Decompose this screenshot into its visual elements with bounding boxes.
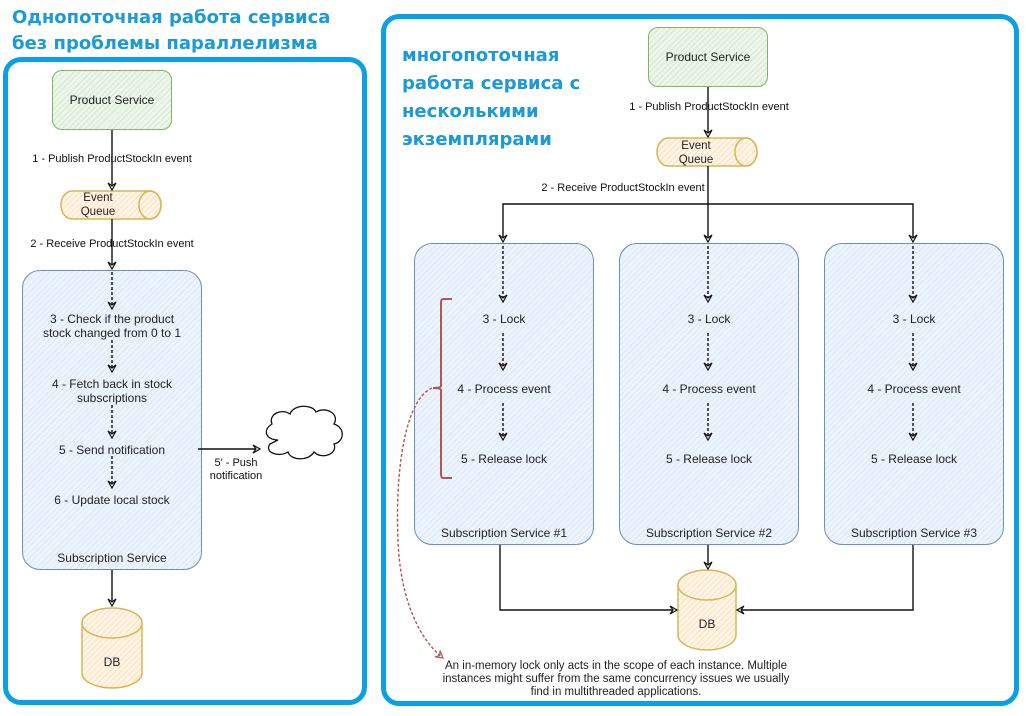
db-node[interactable]: DB [81,607,143,689]
arrow-receive-instance-1 [498,203,708,244]
instance-2-step-lock: 3 - Lock [687,312,731,326]
instance-1-step-release: 5 - Release lock [460,452,548,466]
instance-1-step-lock: 3 - Lock [482,312,526,326]
left-title-line2: без проблемы параллелизма [12,33,318,54]
event-queue-right-label-1: Event [681,140,711,152]
subscription-instance-2[interactable]: Subscription Service #2 [619,243,799,545]
subscription-instance-1[interactable]: Subscription Service #1 [414,243,594,545]
product-service-node-right[interactable]: Product Service [648,27,768,87]
product-service-label: Product Service [69,93,155,107]
left-title-line1: Однопоточная работа сервиса [12,7,331,28]
step-update-local-stock: 6 - Update local stock [54,493,170,507]
arrow-instance-1-to-db [499,545,679,615]
edge-label-receive-right: 2 - Receive ProductStockIn event [538,182,708,195]
arrow-brace-to-note [396,387,444,659]
subscription-service-label: Subscription Service [57,551,167,565]
instance-2-label: Subscription Service #2 [645,526,773,540]
left-panel-title: Однопоточная работа сервиса без проблемы… [12,5,330,57]
right-title-line3: несколькими [402,101,539,122]
instance-1-step-process: 4 - Process event [457,382,551,396]
arrow-receive-instance-3 [708,203,918,244]
instance-2-step-process: 4 - Process event [662,382,756,396]
step-send-notification: 5 - Send notification [58,443,166,457]
right-panel-title: многопоточная работа сервиса с нескольки… [402,42,580,154]
right-title-line2: работа сервиса с [402,73,581,94]
concurrency-note: An in-memory lock only acts in the scope… [442,660,790,698]
instance-3-step-release: 5 - Release lock [870,452,958,466]
left-panel-frame [3,57,367,705]
lock-scope-brace [432,298,452,479]
db-label-right: DB [699,617,716,631]
product-service-node[interactable]: Product Service [52,70,172,130]
edge-label-publish-right: 1 - Publish ProductStockIn event [624,101,794,114]
cloud-icon [265,405,343,460]
instance-3-label: Subscription Service #3 [850,526,978,540]
product-service-label-right: Product Service [665,50,751,64]
event-queue-label-2: Queue [81,206,116,218]
arrow-instance-3-to-db [735,545,914,615]
instance-3-step-process: 4 - Process event [867,382,961,396]
right-panel-frame [381,14,1019,706]
right-title-line4: экземплярами [402,129,552,150]
event-queue-node[interactable]: Event Queue [60,190,162,220]
instance-3-step-lock: 3 - Lock [892,312,936,326]
subscription-instance-3[interactable]: Subscription Service #3 [824,243,1004,545]
instance-1-label: Subscription Service #1 [440,526,568,540]
right-title-line1: многопоточная [402,45,560,66]
event-queue-node-right[interactable]: Event Queue [656,137,758,167]
db-node-right[interactable]: DB [677,569,737,651]
event-queue-label-1: Event [83,192,113,204]
db-label: DB [104,655,121,669]
event-queue-right-label-2: Queue [679,154,714,166]
instance-2-step-release: 5 - Release lock [665,452,753,466]
